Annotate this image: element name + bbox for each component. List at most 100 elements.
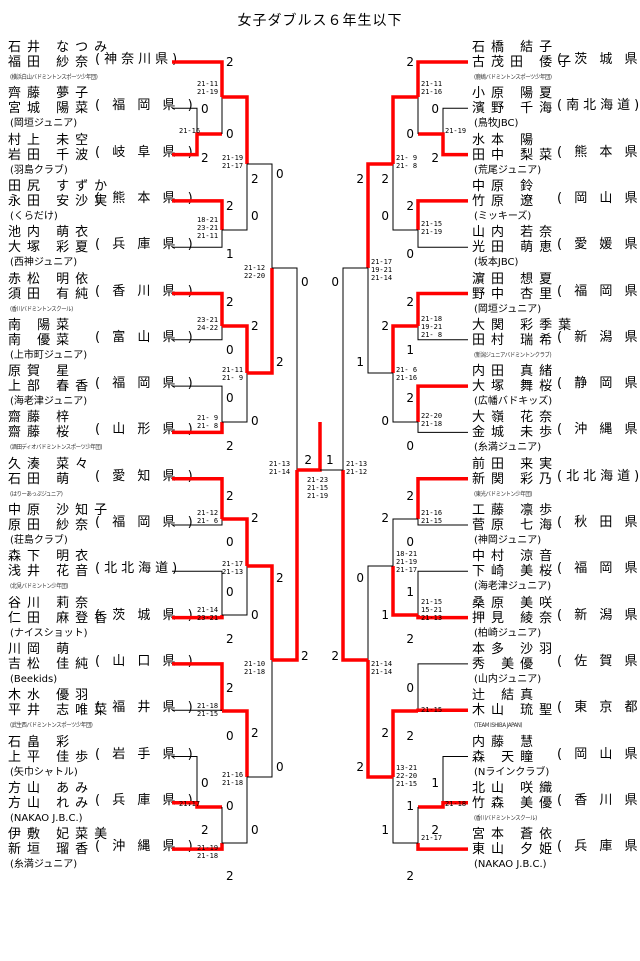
prefecture: ( 兵 庫 県 ) — [95, 792, 197, 808]
prefecture: ( 福 岡 県 ) — [95, 98, 197, 114]
bracket-line — [392, 518, 418, 566]
prefecture: ( 熊 本 県 ) — [95, 190, 197, 206]
club-name: (くらだけ) — [10, 210, 58, 222]
winner-path — [172, 60, 224, 97]
score-label: 0 — [226, 585, 234, 599]
game-score: 21-12 — [244, 264, 265, 272]
game-score: 21-11 — [222, 366, 243, 374]
player-name: 永田 安沙実 — [8, 193, 114, 209]
game-score: 21-18 — [421, 420, 442, 428]
club-name: (糸満ジュニア) — [474, 442, 542, 454]
club-name: (山内ジュニア) — [474, 673, 542, 685]
club-name: (武生西バドミントンスポーツ少年団) — [10, 722, 93, 730]
winner-path — [247, 564, 274, 660]
score-label: 2 — [251, 319, 259, 333]
player-name: 東山 夕姫 — [472, 842, 559, 858]
game-score: 21-15 — [396, 780, 417, 788]
score-label: 0 — [201, 102, 209, 116]
prefecture: ( 岩 手 県 ) — [95, 746, 197, 762]
score-label: 0 — [406, 681, 414, 695]
winner-path — [222, 709, 249, 777]
player-name: 宮城 陽菜 — [8, 101, 95, 117]
winner-path — [416, 291, 468, 326]
player-name: 北山 咲織 — [472, 780, 559, 796]
bracket-line — [272, 267, 298, 470]
prefecture: ( 東 京 都 ) — [557, 700, 640, 716]
player-name: 大塚 彩夏 — [8, 240, 95, 256]
player-name: 中原 鈴 — [472, 178, 540, 194]
player-name: 石田 萌 — [8, 471, 76, 487]
game-score: 22-20 — [396, 772, 417, 780]
bracket-line — [417, 326, 468, 341]
bracket-line — [172, 570, 223, 615]
score-label: 2 — [301, 649, 309, 663]
player-name: 久湊 菜々 — [8, 456, 95, 472]
score-label: 2 — [431, 823, 439, 837]
player-name: 石橋 結子 — [472, 40, 559, 55]
player-name: 岩田 千波 — [8, 147, 95, 163]
prefecture: ( 沖 縄 県 ) — [95, 839, 197, 855]
score-label: 2 — [406, 729, 414, 743]
player-name: 赤松 明依 — [8, 271, 95, 287]
prefecture: ( 山 口 県 ) — [95, 653, 197, 669]
player-name: 濵田 想夏 — [472, 271, 559, 287]
score-label: 2 — [381, 511, 389, 525]
bracket-line — [367, 565, 393, 660]
player-name: 内田 真緒 — [472, 364, 559, 380]
game-score: 21-19 — [197, 88, 218, 96]
winner-path — [391, 95, 418, 164]
player-name: 木山 琉聖 — [472, 703, 559, 719]
club-name: (糸満ジュニア) — [10, 859, 78, 871]
final-score-left: 2 — [304, 453, 312, 467]
bracket-line — [417, 519, 468, 526]
player-name: 伊敷 妃菜美 — [8, 827, 114, 843]
winner-path — [391, 709, 418, 777]
score-label: 2 — [226, 632, 234, 646]
bracket-line — [417, 422, 468, 433]
prefecture: ( 熊 本 県 ) — [557, 144, 640, 160]
game-score: 21-17 — [222, 162, 243, 170]
bracket-line — [222, 373, 248, 423]
winner-path — [418, 801, 468, 809]
player-name: 大関 彩季葉 — [472, 317, 578, 333]
player-name: 内藤 慧 — [472, 734, 540, 750]
player-name: 押見 綾奈 — [472, 610, 559, 626]
game-score: 22-20 — [421, 412, 442, 420]
game-score: 21-11 — [197, 232, 218, 240]
club-name: (岡垣ジュニア) — [10, 118, 78, 130]
game-score: 24-22 — [197, 324, 218, 332]
winner-path — [416, 843, 468, 851]
player-name: 吉松 佳純 — [8, 656, 95, 672]
prefecture: (北北海道) — [95, 561, 182, 577]
prefecture: ( 茨 城 県 ) — [557, 52, 640, 67]
player-name: 村上 未空 — [8, 132, 95, 148]
game-score: 13-21 — [396, 764, 417, 772]
player-name: 池内 萌衣 — [8, 225, 95, 241]
score-label: 1 — [431, 776, 439, 790]
club-name: (香川バドミントンスクール) — [10, 305, 73, 313]
game-score: 21-16 — [396, 374, 417, 382]
player-name: 木水 優羽 — [8, 688, 95, 704]
bracket-line — [392, 164, 418, 231]
player-name: 川岡 萌 — [8, 641, 76, 657]
score-label: 2 — [356, 760, 364, 774]
player-name: 方山 あみ — [8, 780, 95, 796]
player-name: 宮本 蒼依 — [472, 827, 559, 843]
player-name: 菅原 七海 — [472, 518, 559, 533]
score-label: 0 — [406, 127, 414, 141]
game-score: 18-21 — [396, 550, 417, 558]
prefecture: ( 新 潟 県 ) — [557, 607, 640, 623]
game-score-small: 21-15 — [421, 598, 442, 606]
club-name: (海老津ジュニア) — [474, 581, 552, 593]
score-label: 2 — [251, 172, 259, 186]
club-name: (ミッキーズ) — [474, 210, 532, 222]
score-label: 2 — [276, 355, 284, 369]
score-label: 1 — [226, 247, 234, 261]
score-label: 1 — [381, 823, 389, 837]
score-label: 0 — [381, 209, 389, 223]
winner-path — [416, 476, 468, 519]
player-name: 須田 有純 — [8, 286, 95, 302]
winner-path — [172, 843, 224, 851]
bracket-line — [172, 519, 223, 526]
game-score: 21-19 — [396, 558, 417, 566]
